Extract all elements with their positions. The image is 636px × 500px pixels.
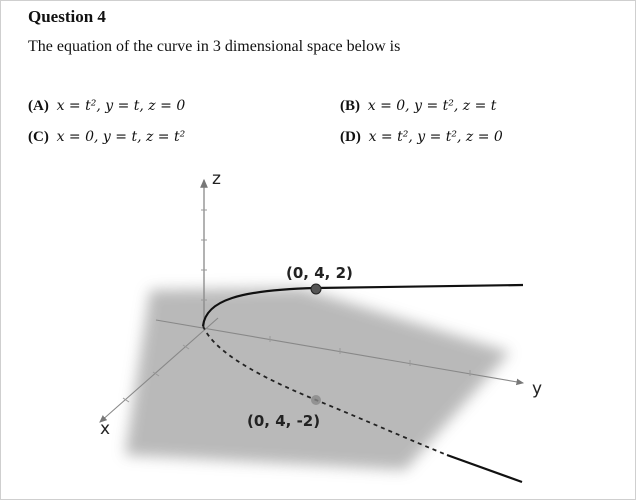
choice-d-equation: x = t², y = t², z = 0 bbox=[368, 129, 503, 145]
choice-b-equation: x = 0, y = t², z = t bbox=[367, 98, 497, 114]
choice-d[interactable]: (D) x = t², y = t², z = 0 bbox=[340, 129, 503, 146]
z-axis-label: z bbox=[212, 169, 221, 189]
choice-c-label: (C) bbox=[28, 129, 49, 145]
point-upper-label: (0, 4, 2) bbox=[286, 264, 353, 282]
choice-c-equation: x = 0, y = t, z = t² bbox=[56, 129, 186, 145]
choice-b[interactable]: (B) x = 0, y = t², z = t bbox=[340, 98, 496, 115]
point-lower-label: (0, 4, -2) bbox=[247, 412, 320, 430]
y-axis-label: y bbox=[532, 379, 542, 399]
xy-plane bbox=[125, 288, 510, 470]
point-lower bbox=[311, 395, 321, 405]
question-prompt: The equation of the curve in 3 dimension… bbox=[28, 38, 401, 55]
choice-a[interactable]: (A) x = t², y = t, z = 0 bbox=[28, 98, 185, 115]
x-axis-label: x bbox=[100, 419, 110, 439]
question-title: Question 4 bbox=[28, 7, 106, 26]
curve-lower-branch-solid bbox=[446, 453, 523, 484]
choice-c[interactable]: (C) x = 0, y = t, z = t² bbox=[28, 129, 185, 146]
curve-figure: (0, 4, 2) (0, 4, -2) z y x bbox=[99, 169, 542, 484]
choice-d-label: (D) bbox=[340, 129, 361, 145]
axis-ticks bbox=[122, 209, 471, 403]
choice-a-equation: x = t², y = t, z = 0 bbox=[56, 98, 186, 114]
point-upper bbox=[310, 283, 322, 295]
x-axis bbox=[99, 317, 219, 423]
choice-b-label: (B) bbox=[340, 98, 360, 114]
choice-a-label: (A) bbox=[28, 98, 49, 114]
curve-upper-branch bbox=[201, 283, 524, 327]
